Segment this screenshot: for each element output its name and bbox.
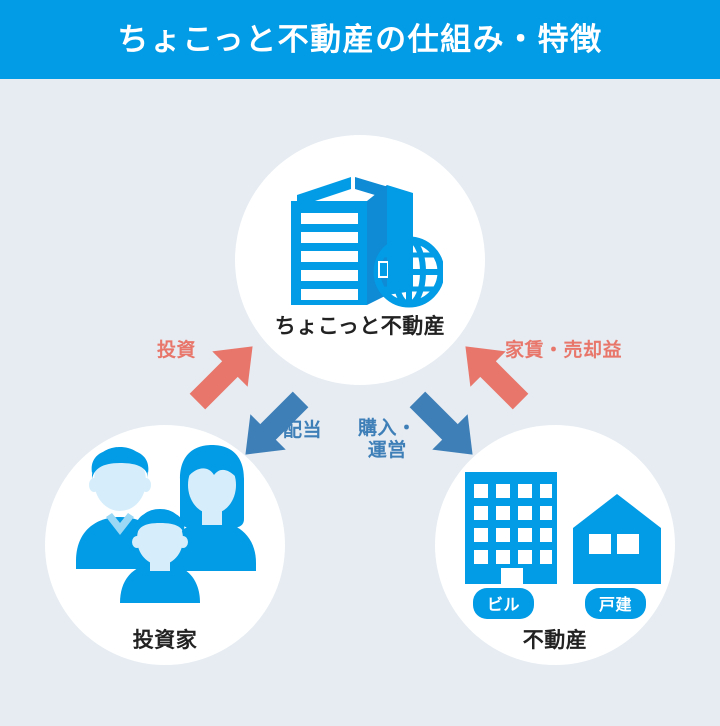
building-house-icon <box>465 472 661 584</box>
node-label-realestate: 不動産 <box>522 629 588 652</box>
arrow-dividend <box>245 391 309 455</box>
node-label-investors: 投資家 <box>132 629 198 652</box>
node-label-platform: ちょこっと不動産 <box>274 315 446 338</box>
page-title: ちょこっと不動産の仕組み・特徴 <box>117 22 603 57</box>
badge-biru: ビル <box>473 588 535 619</box>
badge-kodate: 戸建 <box>585 588 647 619</box>
office-building-globe-icon <box>291 177 443 308</box>
arrow-investment <box>189 346 253 410</box>
family-group-icon <box>76 445 256 603</box>
arrow-label-dividend: 配当 <box>283 420 323 441</box>
house-shape <box>573 494 661 584</box>
office-building-shape <box>465 472 557 584</box>
arrow-label-rent-sale-profit: 家賃・売却益 <box>505 340 623 361</box>
arrow-rent-sale-profit <box>465 346 529 410</box>
arrow-label-purchase-line1: 購入・ <box>358 418 417 439</box>
arrow-label-investment: 投資 <box>157 340 197 361</box>
arrow-purchase-operation <box>409 391 473 455</box>
header-banner: ちょこっと不動産の仕組み・特徴 <box>0 0 720 79</box>
arrow-label-purchase-line2: 運営 <box>367 440 407 462</box>
arrow-label-purchase-operation: 購入・ 運営 <box>358 418 417 463</box>
